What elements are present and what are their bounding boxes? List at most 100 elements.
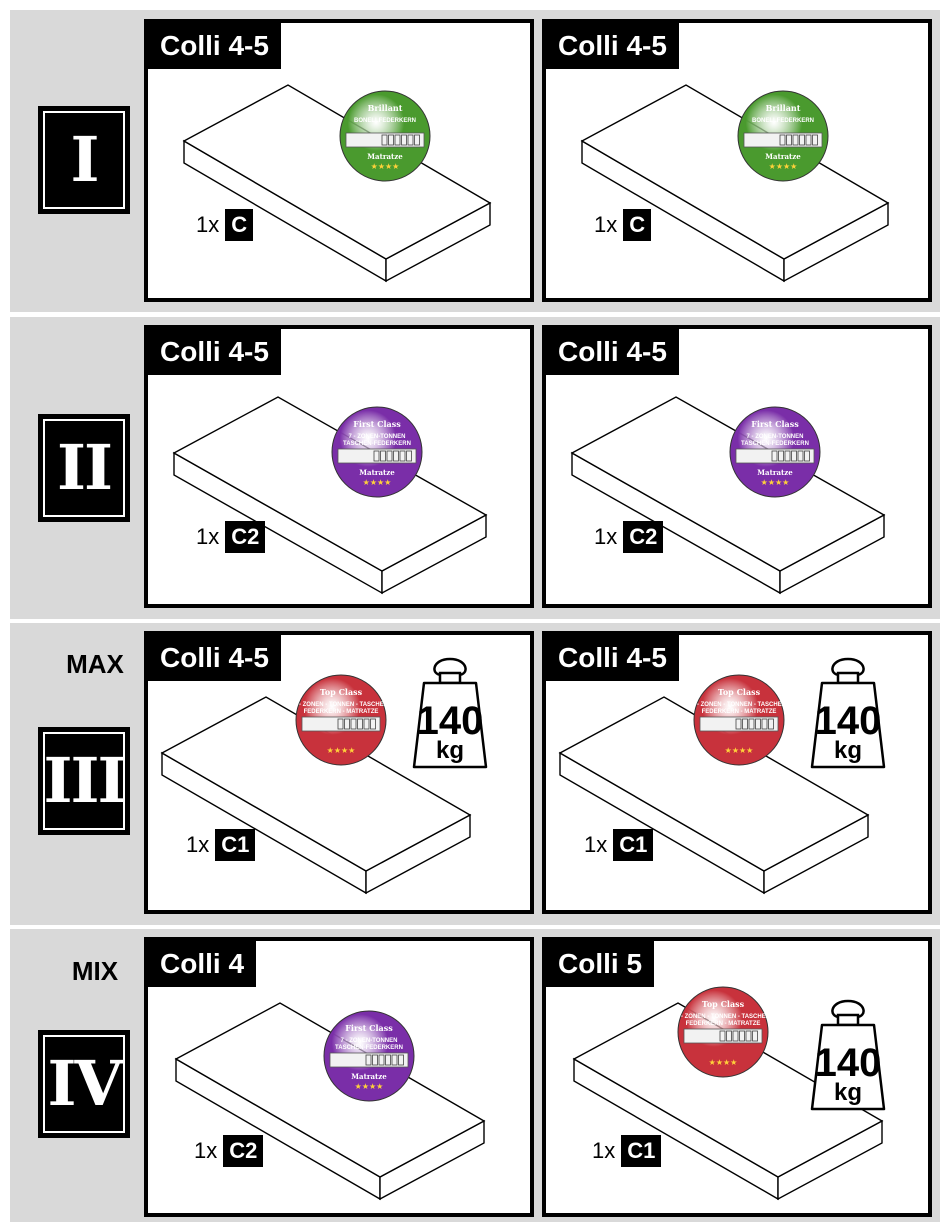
badge-name: Top Class: [320, 687, 363, 697]
part-code: C1: [215, 829, 256, 861]
quantity-count: 1x: [196, 212, 220, 237]
quantity-count: 1x: [592, 1138, 616, 1163]
colli-header: Colli 5: [546, 941, 655, 987]
badge-line2: FEDERKERN - MATRATZE: [686, 1021, 761, 1027]
mattress-top: [160, 696, 472, 872]
badge-line2: TASCHEN-FEDERKERN: [335, 1045, 403, 1051]
row-numeral-i: I: [38, 106, 130, 214]
badge-line1: 7 - ZONEN - TONNEN - TASCHEN: [676, 1014, 770, 1020]
mattress-drawing: [174, 1002, 486, 1201]
part-code: C: [623, 209, 652, 241]
svg-text:★★★★: ★★★★: [725, 746, 754, 755]
colli-header: Colli 4-5: [148, 635, 281, 681]
mattress-drawing: [580, 84, 890, 283]
mattress-top: [558, 696, 870, 872]
badge-line1: BONELLFEDERKERN: [752, 118, 814, 124]
svg-text:★★★★: ★★★★: [327, 746, 356, 755]
badge-footer: Matratze: [359, 468, 395, 477]
badge-footer: Matratze: [765, 152, 801, 161]
badge-line1: 7 - ZONEN-TONNEN: [747, 434, 804, 440]
badge-footer: Matratze: [367, 152, 403, 161]
numeral-text: I: [70, 123, 99, 196]
badge-line1: 7 - ZONEN-TONNEN: [349, 434, 406, 440]
weight-unit: kg: [833, 1079, 862, 1106]
mattress-drawing: [570, 396, 886, 595]
weight-value: 140: [814, 699, 882, 743]
mattress-top: [580, 84, 890, 260]
mattress-top: [570, 396, 886, 572]
quantity-count: 1x: [594, 212, 618, 237]
badge-name: Top Class: [718, 687, 761, 697]
quantity-count: 1x: [594, 524, 618, 549]
badge-line1: 7 - ZONEN - TONNEN - TASCHEN: [692, 702, 786, 708]
quantity-count: 1x: [584, 832, 608, 857]
colli-header: Colli 4-5: [546, 635, 679, 681]
svg-text:★★★★: ★★★★: [363, 478, 392, 487]
badge-line2: TASCHEN-FEDERKERN: [343, 441, 411, 447]
row-tag-max: MAX: [66, 649, 124, 679]
mattress-top: [172, 396, 488, 572]
mattress-top: [182, 84, 492, 260]
badge-line2: TASCHEN-FEDERKERN: [741, 441, 809, 447]
weight-unit: kg: [435, 737, 464, 764]
quantity-count: 1x: [186, 832, 210, 857]
part-code: C2: [223, 1135, 264, 1167]
part-code: C1: [621, 1135, 662, 1167]
row-tag-mix: MIX: [71, 956, 119, 986]
badge-name: First Class: [353, 419, 401, 429]
row-numeral-ii: II: [38, 414, 130, 522]
colli-header: Colli 4-5: [546, 329, 679, 375]
badge-name: First Class: [751, 419, 799, 429]
colli-header: Colli 4-5: [546, 23, 679, 69]
badge-line1: 7 - ZONEN - TONNEN - TASCHEN: [294, 702, 388, 708]
badge-name: Brillant: [766, 103, 801, 113]
mattress-top: [572, 1002, 884, 1178]
badge-name: First Class: [345, 1023, 393, 1033]
svg-text:★★★★: ★★★★: [769, 162, 798, 171]
mattress-top: [174, 1002, 486, 1178]
badge-line1: 7 - ZONEN-TONNEN: [341, 1038, 398, 1044]
part-code: C1: [613, 829, 654, 861]
mattress-drawing: [572, 1002, 884, 1201]
svg-text:★★★★: ★★★★: [355, 1082, 384, 1091]
weight-value: 140: [416, 699, 484, 743]
weight-value: 140: [814, 1041, 882, 1085]
mattress-drawing: [172, 396, 488, 595]
svg-text:★★★★: ★★★★: [371, 162, 400, 171]
numeral-text: IV: [47, 1047, 122, 1120]
badge-footer: Matratze: [351, 1072, 387, 1081]
quantity-count: 1x: [196, 524, 220, 549]
part-code: C2: [225, 521, 266, 553]
row-numeral-iii: III: [38, 727, 130, 835]
weight-unit: kg: [833, 737, 862, 764]
badge-line2: FEDERKERN - MATRATZE: [304, 709, 379, 715]
colli-header: Colli 4-5: [148, 23, 281, 69]
svg-text:★★★★: ★★★★: [761, 478, 790, 487]
numeral-text: III: [43, 744, 127, 817]
badge-line1: BONELLFEDERKERN: [354, 118, 416, 124]
colli-header: Colli 4: [148, 941, 257, 987]
